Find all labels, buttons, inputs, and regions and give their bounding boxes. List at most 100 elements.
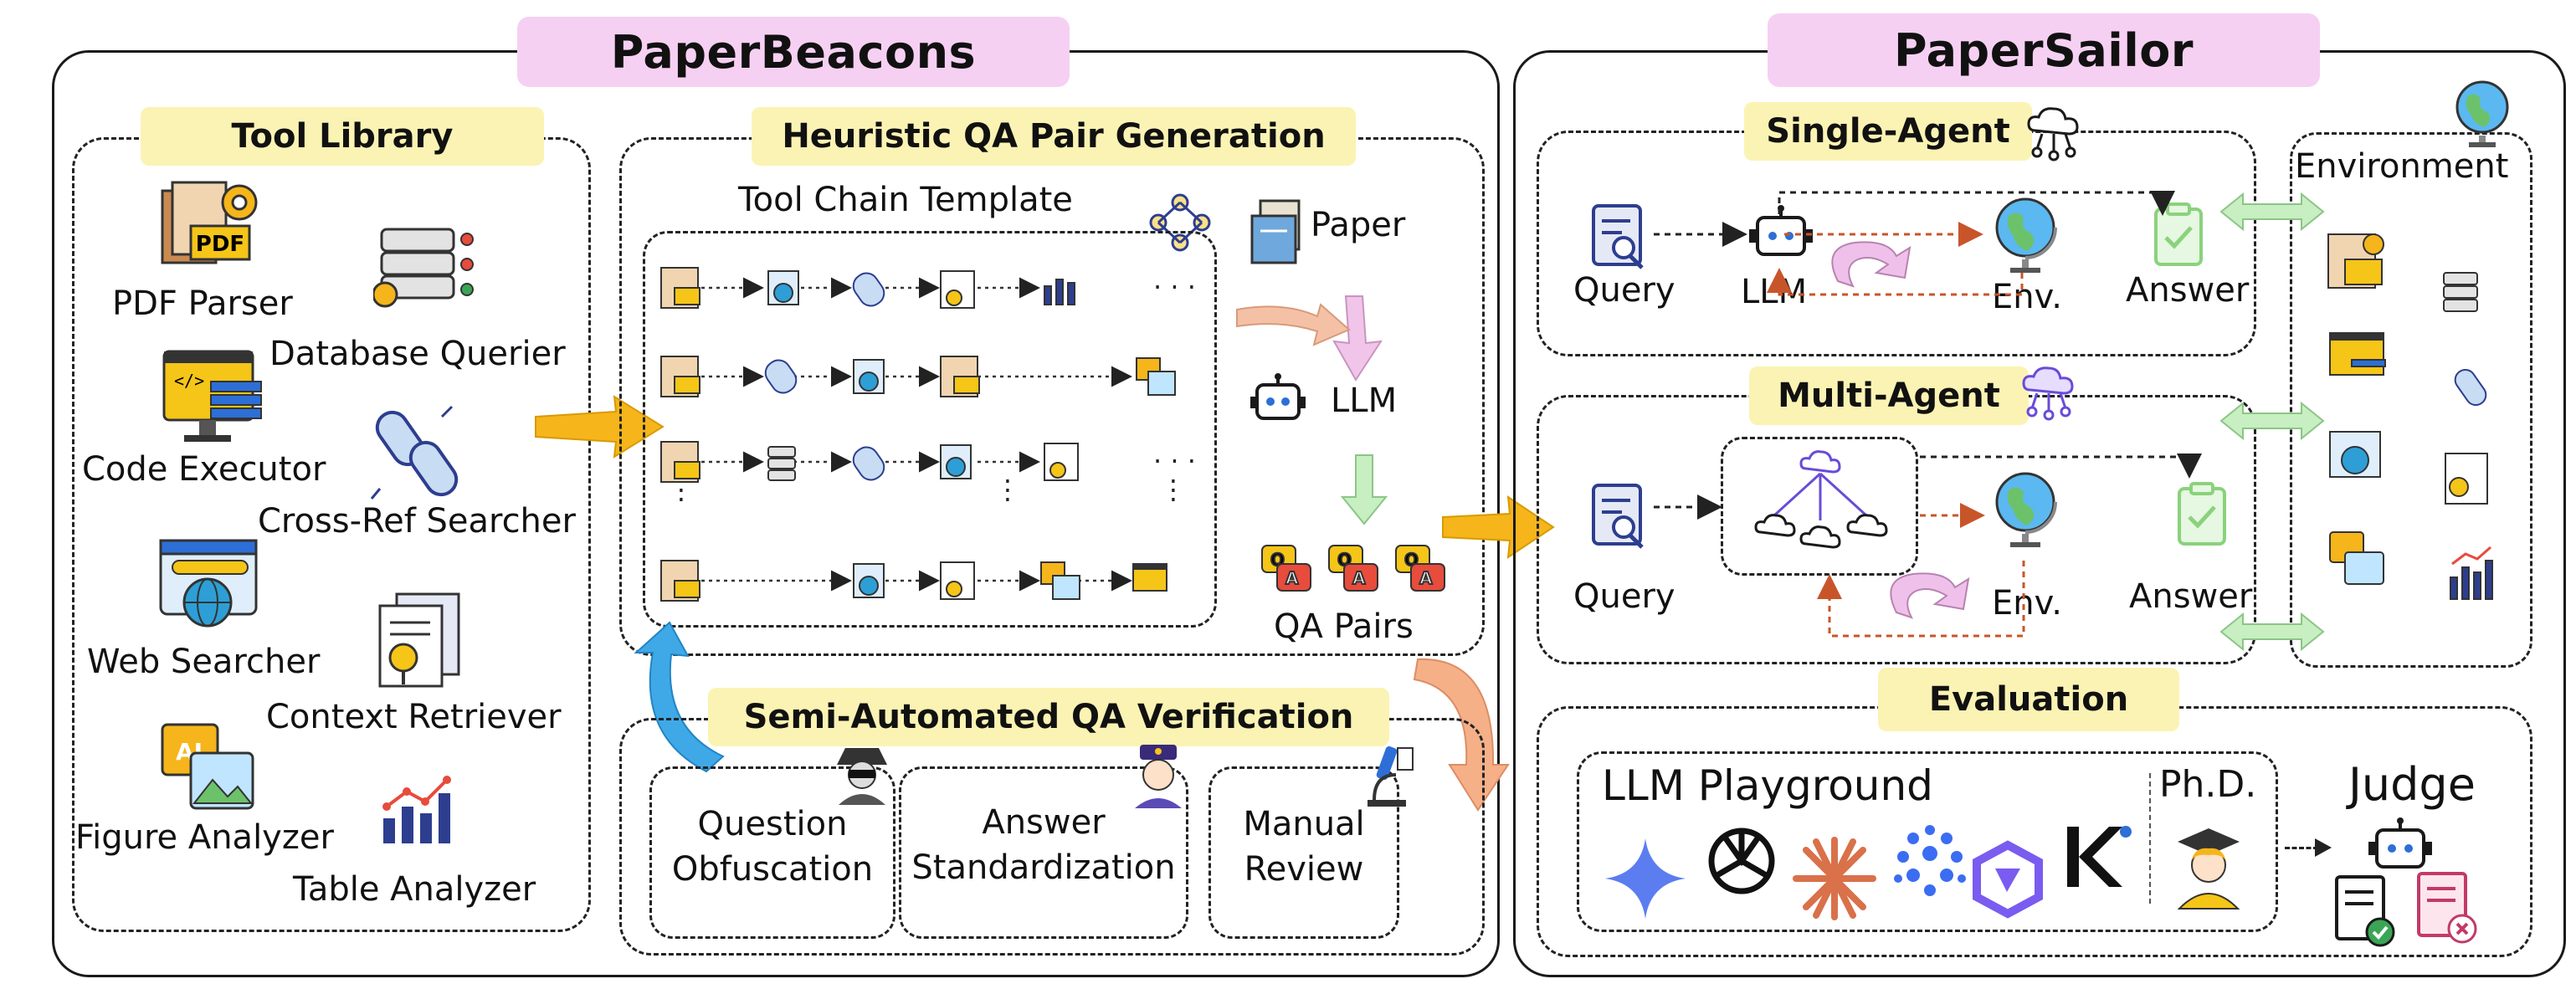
heuristic-qa-title: Heuristic QA Pair Generation — [752, 107, 1356, 166]
double-arrow-icon — [2219, 612, 2325, 652]
single-query-label: Query — [1573, 271, 1675, 310]
environment-tools-icons — [2327, 233, 2493, 600]
tool-library-title: Tool Library — [141, 107, 544, 166]
svg-text:A: A — [1419, 568, 1433, 588]
globe-icon — [1995, 197, 2057, 273]
judge-arrow — [2285, 847, 2318, 849]
multi-agent-flow — [1654, 454, 2202, 638]
paperbeacons-title: PaperBeacons — [517, 17, 1070, 87]
svg-text:A: A — [1352, 568, 1366, 588]
single-env-label: Env. — [1992, 278, 2062, 316]
standardization-box — [899, 766, 1188, 939]
paper-icon — [1250, 199, 1301, 264]
spy-icon — [837, 748, 887, 805]
orange-arrow-icon — [1442, 494, 1555, 560]
llm-playground-label: LLM Playground — [1602, 761, 1933, 810]
globe-icon — [1995, 472, 2057, 547]
query-doc-icon — [1592, 484, 1644, 549]
manual-review-label-2: Review — [1244, 850, 1364, 889]
double-arrow-icon — [2219, 192, 2325, 232]
claude-icon — [1793, 837, 1876, 920]
tool-chain-grid: · · · · · · ⋮⋮⋮ — [660, 267, 1196, 602]
tool-chain-template-title: Tool Chain Template — [738, 181, 1073, 219]
playground-divider — [2149, 773, 2151, 904]
green-arrow-icon — [1340, 454, 1388, 525]
tool-label-figure-analyzer: Figure Analyzer — [75, 818, 334, 857]
context-retriever-icon — [378, 592, 460, 688]
standardization-label-2: Standardization — [911, 848, 1176, 887]
microscope-icon — [1368, 746, 1414, 807]
database-icon — [373, 228, 474, 308]
qwen-icon — [1973, 840, 2043, 919]
tool-label-table-analyzer: Table Analyzer — [293, 870, 536, 909]
tool-label-database-querier: Database Querier — [269, 335, 566, 373]
svg-text:· · ·: · · · — [1153, 445, 1196, 477]
tool-chain-template-box — [643, 231, 1217, 628]
obfuscation-label-2: Obfuscation — [671, 850, 874, 889]
manual-review-label-1: Manual — [1243, 805, 1365, 843]
table-analyzer-icon — [382, 776, 451, 843]
query-doc-icon — [1592, 204, 1644, 269]
multi-env-label: Env. — [1992, 584, 2062, 623]
tool-label-context-retriever: Context Retriever — [266, 698, 562, 736]
code-executor-icon: </> — [162, 350, 262, 442]
svg-text:⋮: ⋮ — [994, 474, 1021, 505]
robot-icon — [1250, 373, 1306, 420]
svg-text:PDF: PDF — [196, 232, 244, 257]
cross-ref-icon — [370, 405, 459, 500]
playground-box — [1577, 751, 2278, 932]
kimi-icon — [2067, 826, 2132, 887]
robot-icon — [1749, 205, 1813, 256]
single-agent-title: Single-Agent — [1744, 102, 2032, 161]
arrow-head-icon — [2315, 838, 2332, 857]
web-searcher-icon — [159, 539, 258, 628]
obfuscation-label-1: Question — [697, 805, 848, 843]
multi-answer-label: Answer — [2129, 577, 2253, 616]
globe-icon — [2455, 80, 2509, 147]
pink-arrow-icon — [1236, 295, 1383, 382]
svg-text:· · ·: · · · — [1153, 271, 1196, 303]
chain-network-icon — [1149, 193, 1211, 252]
rejected-doc-icon — [2417, 872, 2477, 944]
graduate-icon — [2177, 828, 2240, 910]
tool-label-cross-ref-searcher: Cross-Ref Searcher — [258, 502, 576, 541]
standardization-label-1: Answer — [982, 803, 1106, 842]
single-agent-flow — [1654, 191, 2175, 296]
tool-label-code-executor: Code Executor — [82, 450, 326, 489]
robot-icon — [2368, 817, 2432, 869]
paper-label: Paper — [1311, 206, 1406, 244]
single-answer-label: Answer — [2126, 271, 2250, 310]
obfuscation-box — [649, 766, 895, 939]
qa-pairs-label: QA Pairs — [1274, 607, 1414, 646]
papersailor-title: PaperSailor — [1768, 13, 2320, 87]
llm-label: LLM — [1331, 382, 1398, 420]
environment-box — [2290, 132, 2532, 668]
environment-label: Environment — [2295, 147, 2509, 186]
svg-text:</>: </> — [174, 371, 204, 391]
gemini-icon — [1605, 838, 1686, 919]
svg-text:⋮: ⋮ — [1160, 474, 1187, 505]
approved-doc-icon — [2335, 875, 2395, 947]
qa-pairs-icon: Q A Q A Q A — [1261, 545, 1445, 592]
svg-text:A: A — [1285, 568, 1299, 588]
dots-model-icon — [1894, 825, 1966, 896]
double-arrow-icon — [2219, 401, 2325, 441]
openai-icon — [1708, 828, 1775, 894]
pdf-parser-icon: PDF — [161, 181, 258, 264]
tool-label-web-searcher: Web Searcher — [87, 643, 321, 681]
figure-analyzer-icon: AI — [161, 723, 254, 810]
tool-label-pdf-parser: PDF Parser — [112, 284, 293, 323]
phd-label: Ph.D. — [2159, 763, 2257, 806]
judge-label: Judge — [2348, 758, 2476, 811]
cloud-network-icon — [2027, 107, 2079, 161]
answer-clipboard-icon — [2178, 482, 2226, 546]
verification-title: Semi-Automated QA Verification — [708, 688, 1389, 746]
agent-tree-icon — [1754, 450, 1888, 549]
evaluation-title: Evaluation — [1878, 668, 2179, 731]
multi-query-label: Query — [1573, 577, 1675, 616]
orange-curved-arrow-icon — [1413, 658, 1510, 812]
brain-cloud-icon — [2022, 366, 2074, 421]
police-icon — [1135, 745, 1182, 808]
orange-arrow-icon — [535, 395, 665, 459]
manual-review-box — [1208, 766, 1399, 939]
